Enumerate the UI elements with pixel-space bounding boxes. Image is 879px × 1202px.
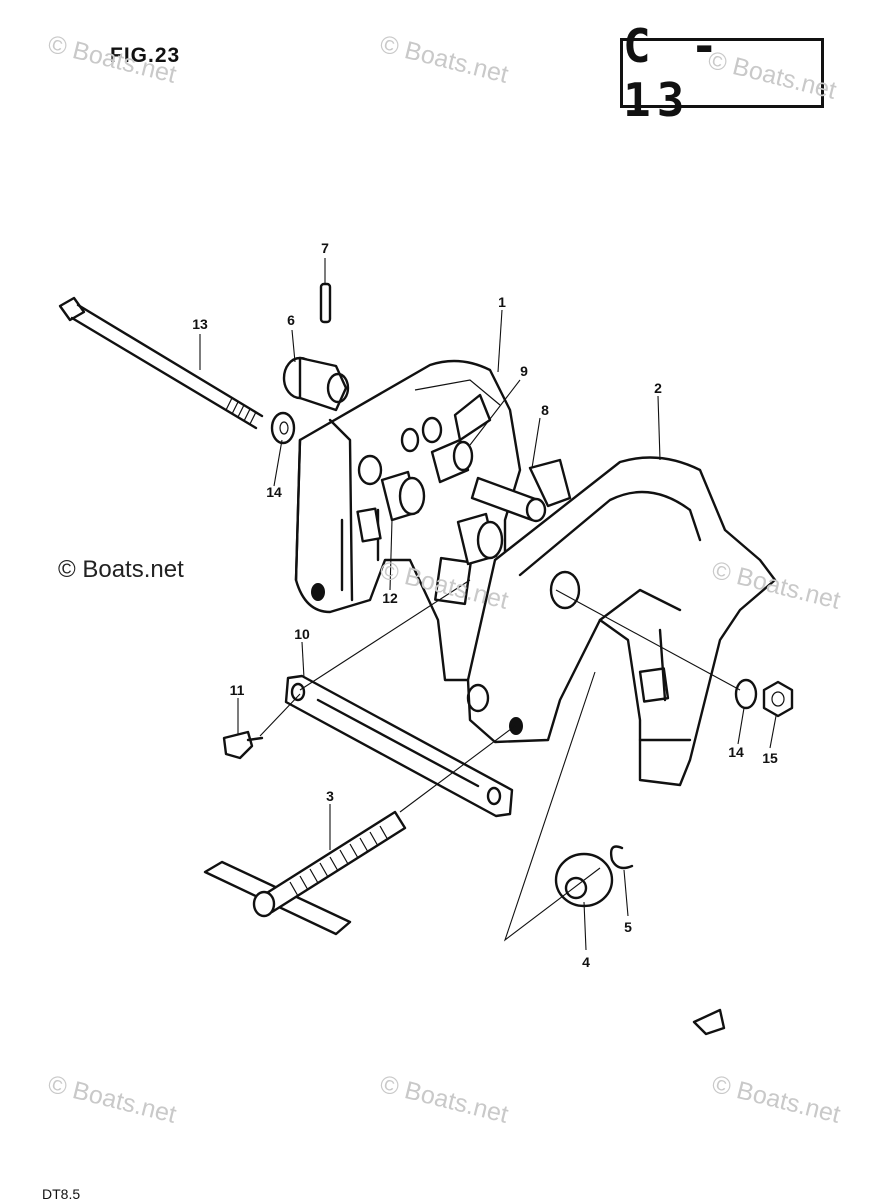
callout-14-left: 14 [266,484,282,500]
clip-5 [609,845,634,870]
watermark-mid-left: © Boats.net [58,556,184,583]
section-code: C - 13 [623,19,725,127]
washer-14-right [734,678,758,710]
section-code-box: C - 13 [620,19,824,127]
clamp-bracket-1 [294,359,522,682]
swivel-bracket-2 [466,456,777,787]
footer-code: DT8.5 [42,1186,81,1202]
callout-8: 8 [541,402,549,418]
callout-10: 10 [294,626,310,642]
cylinder-9 [430,438,474,484]
callout-11: 11 [229,682,245,698]
callout-7: 7 [321,240,329,256]
cylinder-12 [380,470,504,566]
callout-13: 13 [192,316,208,332]
callout-4: 4 [582,954,590,970]
callout-3: 3 [326,788,334,804]
callout-12: 12 [382,590,398,606]
callout-14-right: 14 [728,744,744,760]
plate-10 [284,674,514,818]
clamp-screw-3 [203,810,407,936]
bolt-13 [58,296,264,430]
callout-2: 2 [654,380,662,396]
figure-title: FIG.23 [110,44,181,67]
direction-arrow-icon [692,1008,726,1036]
screw-11 [222,730,264,760]
callout-15: 15 [762,750,778,766]
pin-7 [319,282,332,324]
bushing-6 [282,356,350,412]
callout-5: 5 [624,919,632,935]
callout-6: 6 [287,312,295,328]
nut-15 [762,680,794,718]
pin-8 [470,458,572,523]
washer-14-left [270,411,296,445]
callout-9: 9 [520,363,528,379]
callout-1: 1 [498,294,506,310]
